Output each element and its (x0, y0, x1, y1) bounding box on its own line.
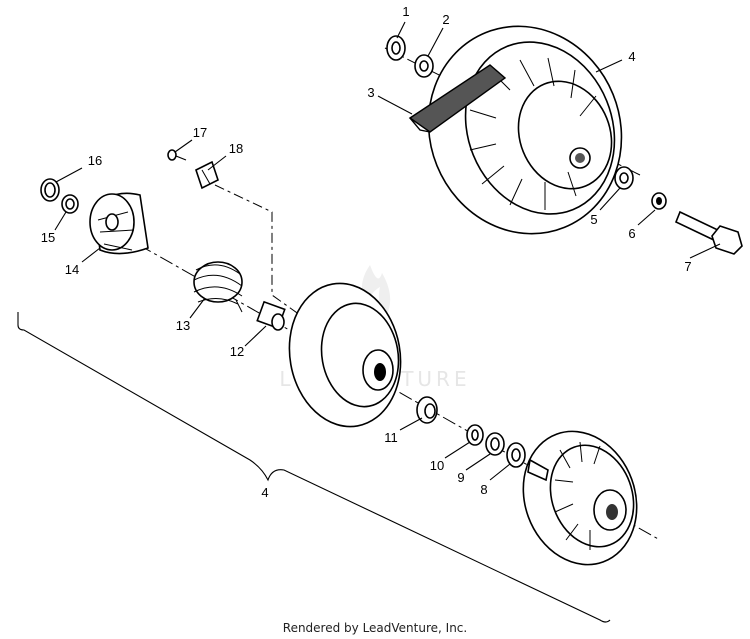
callout-1: 1 (402, 4, 409, 19)
callout-18: 18 (229, 141, 243, 156)
part-17-pin (167, 149, 187, 161)
callout-13: 13 (176, 318, 190, 333)
callout-labels: 1 2 3 4 5 6 7 8 9 10 11 12 13 14 15 16 1… (41, 4, 692, 500)
callout-4: 4 (628, 49, 635, 64)
part-3-drive-belt (408, 64, 507, 133)
part-16-snap-ring (40, 178, 60, 202)
part-10-washer (466, 424, 484, 446)
callout-8: 8 (480, 482, 487, 497)
callout-6: 6 (628, 226, 635, 241)
callout-14: 14 (65, 262, 79, 277)
assembly-bracket (17, 312, 611, 623)
footer-credit: Rendered by LeadVenture, Inc. (283, 621, 467, 635)
leader-lines (54, 21, 721, 481)
callout-7: 7 (684, 259, 691, 274)
callout-10: 10 (430, 458, 444, 473)
part-8-washer (506, 442, 526, 468)
part-9-washer (485, 432, 505, 456)
part-14-cam (89, 192, 149, 255)
callout-2: 2 (442, 12, 449, 27)
fixed-sheave-with-shaft (522, 430, 638, 566)
callout-17: 17 (193, 125, 207, 140)
axis-line-weight (214, 184, 301, 316)
callout-3: 3 (367, 85, 374, 100)
callout-5: 5 (590, 212, 597, 227)
part-11-bushing (416, 396, 438, 424)
part-13-spring (193, 261, 243, 313)
callout-4-assembly: 4 (261, 485, 268, 500)
movable-sheave (288, 282, 402, 428)
part-12-bushing (256, 300, 286, 331)
axis-line-lower (94, 219, 661, 541)
callout-16: 16 (88, 153, 102, 168)
callout-9: 9 (457, 470, 464, 485)
part-2-washer (414, 54, 434, 78)
part-4-fixed-sheave (427, 25, 623, 235)
part-1-washer (386, 35, 406, 61)
callout-12: 12 (230, 344, 244, 359)
part-7-bolt (674, 210, 743, 255)
part-5-washer (614, 166, 634, 190)
part-15-washer (61, 194, 79, 214)
callout-15: 15 (41, 230, 55, 245)
part-6-lock-washer (651, 192, 667, 210)
part-18-roller-weight (195, 160, 219, 190)
callout-11: 11 (384, 430, 398, 445)
